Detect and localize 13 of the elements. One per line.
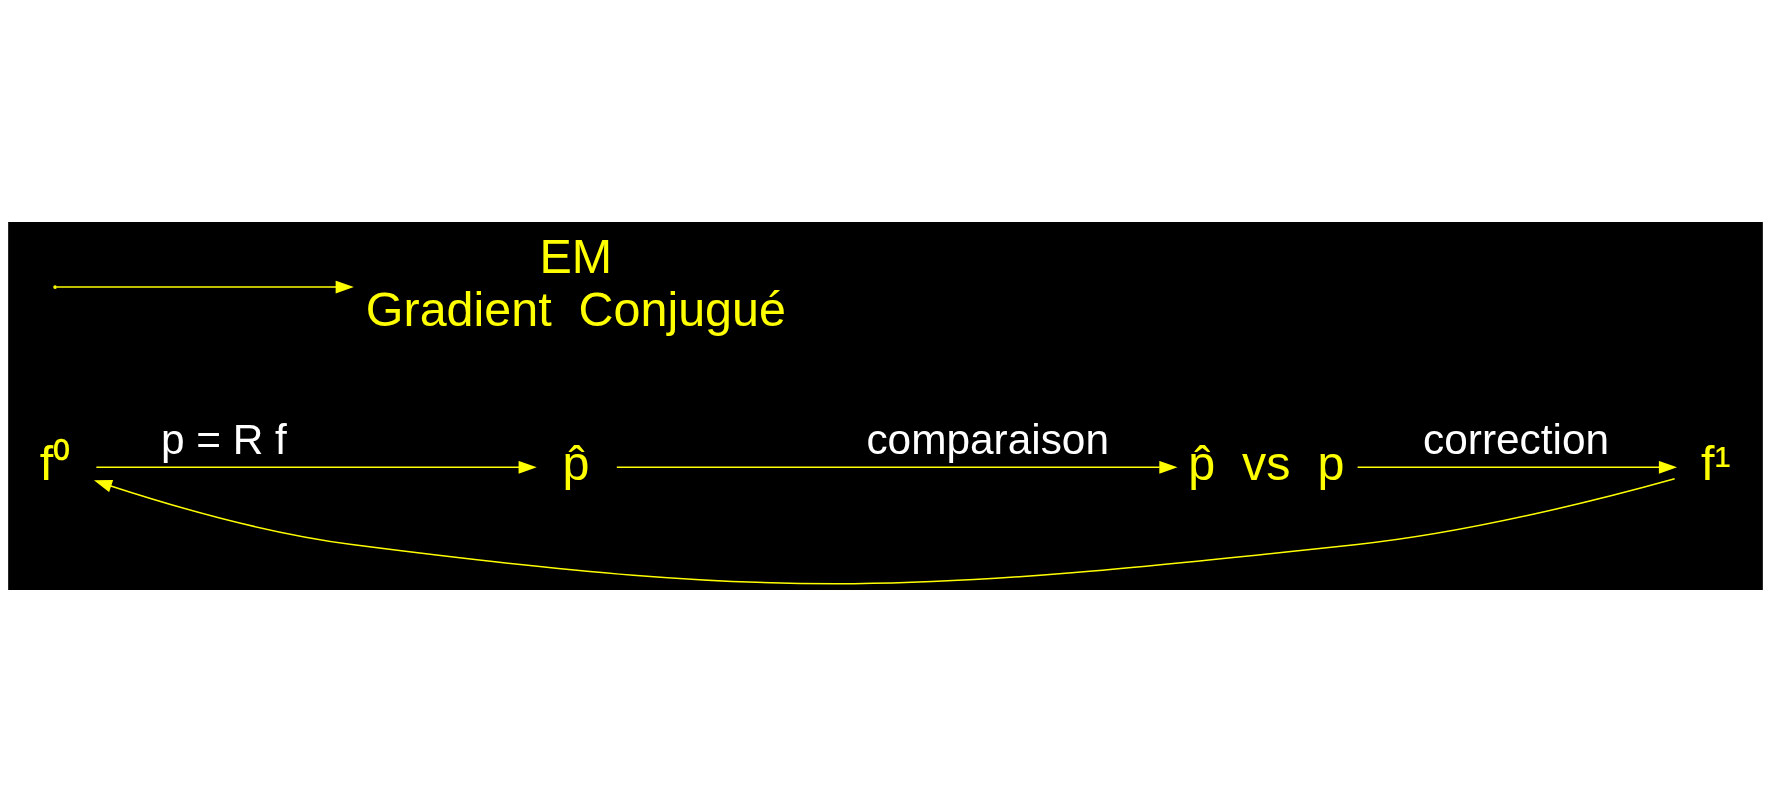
- arrow: [95, 460, 537, 474]
- arrow: [616, 460, 1178, 474]
- arrow: [93, 477, 1676, 584]
- node-text: p̂ vs p: [1188, 435, 1345, 490]
- node-text: f⁰: [39, 435, 71, 490]
- edge-label: comparaison: [866, 415, 1109, 463]
- edge-label: correction: [1423, 415, 1610, 463]
- node-text: f¹: [1701, 435, 1731, 490]
- node-text: EM Gradient Conjugué: [365, 228, 786, 336]
- arrow: [1356, 460, 1678, 474]
- arrow: [55, 280, 354, 293]
- edge-label: p = R f: [160, 415, 287, 463]
- node-text: p̂: [562, 435, 590, 490]
